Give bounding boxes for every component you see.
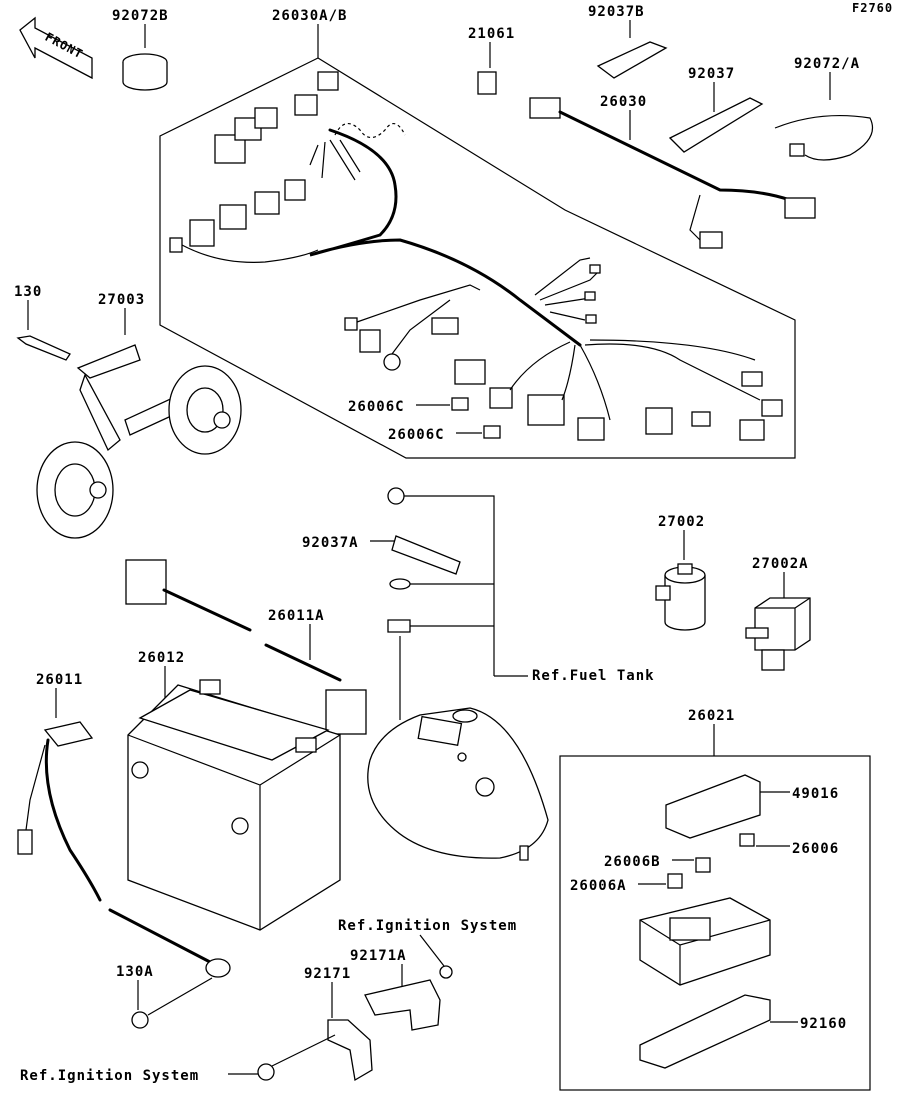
label-27002A: 27002A [752, 556, 809, 572]
part-26012-battery: 26012 [127, 650, 341, 931]
label-26012: 26012 [138, 650, 185, 666]
label-130: 130 [14, 284, 42, 300]
ref-fuel-tank: Ref.Fuel Tank [532, 668, 655, 684]
label-26006A: 26006A [570, 878, 627, 894]
part-92072B-ring: 92072B [112, 8, 169, 91]
ref-ignition-system-1: Ref.Ignition System [338, 918, 517, 934]
label-92171: 92171 [304, 966, 351, 982]
part-130A-bolt: 130A [116, 964, 213, 1029]
label-26030: 26030 [600, 94, 647, 110]
label-92072A: 92072/A [794, 56, 860, 72]
label-26006C-1: 26006C [348, 399, 405, 415]
label-92037B: 92037B [588, 4, 645, 20]
label-130A: 130A [116, 964, 154, 980]
label-26006B: 26006B [604, 854, 661, 870]
part-92072A-cable-tie: 92072/A [774, 56, 874, 161]
part-27002A-relay: 27002A [745, 556, 811, 671]
label-27003: 27003 [98, 292, 145, 308]
figure-code: F2760 [852, 1, 893, 15]
label-26006: 26006 [792, 841, 839, 857]
label-26006C-2: 26006C [388, 427, 445, 443]
label-92171A: 92171A [350, 948, 407, 964]
part-26011A-cable: 26011A [125, 559, 367, 735]
ref-ignition-system-2: Ref.Ignition System [20, 1068, 199, 1084]
ignition-brackets: Ref.Ignition System 92171A 92171 Ref.Ign… [20, 918, 517, 1084]
fuel-tank-group: 92037A Ref.Fuel Tank [302, 487, 655, 861]
label-21061: 21061 [468, 26, 515, 42]
label-26021: 26021 [688, 708, 735, 724]
part-26006C-fuse-2: 26006C [388, 425, 501, 443]
part-92037B-strap: 92037B [588, 4, 668, 79]
label-92037: 92037 [688, 66, 735, 82]
part-26011-cable: 26011 [17, 672, 231, 978]
part-26006C-fuse-1: 26006C [348, 397, 469, 415]
label-27002: 27002 [658, 514, 705, 530]
junction-box-frame [559, 755, 871, 1091]
label-26030AB: 26030A/B [272, 8, 347, 24]
part-26030-sub-harness: 26030 [529, 94, 816, 249]
part-21061: 21061 [468, 26, 515, 95]
part-26021-junction-box-group: 26021 49016 26006 26006B 26006A 92160 [559, 708, 871, 1091]
label-92160: 92160 [800, 1016, 847, 1032]
label-92072B: 92072B [112, 8, 169, 24]
label-26011A: 26011A [268, 608, 325, 624]
main-harness-26030AB: 26030A/B [159, 8, 796, 459]
label-49016: 49016 [792, 786, 839, 802]
front-arrow-icon: FRONT [19, 16, 93, 80]
part-27002-relay: 27002 [655, 514, 706, 631]
part-92037-strap: 92037 [668, 66, 764, 153]
label-92037A: 92037A [302, 535, 359, 551]
part-130-bolt: 130 [14, 284, 71, 361]
label-26011: 26011 [36, 672, 83, 688]
part-27003-horn: 27003 [36, 292, 242, 539]
